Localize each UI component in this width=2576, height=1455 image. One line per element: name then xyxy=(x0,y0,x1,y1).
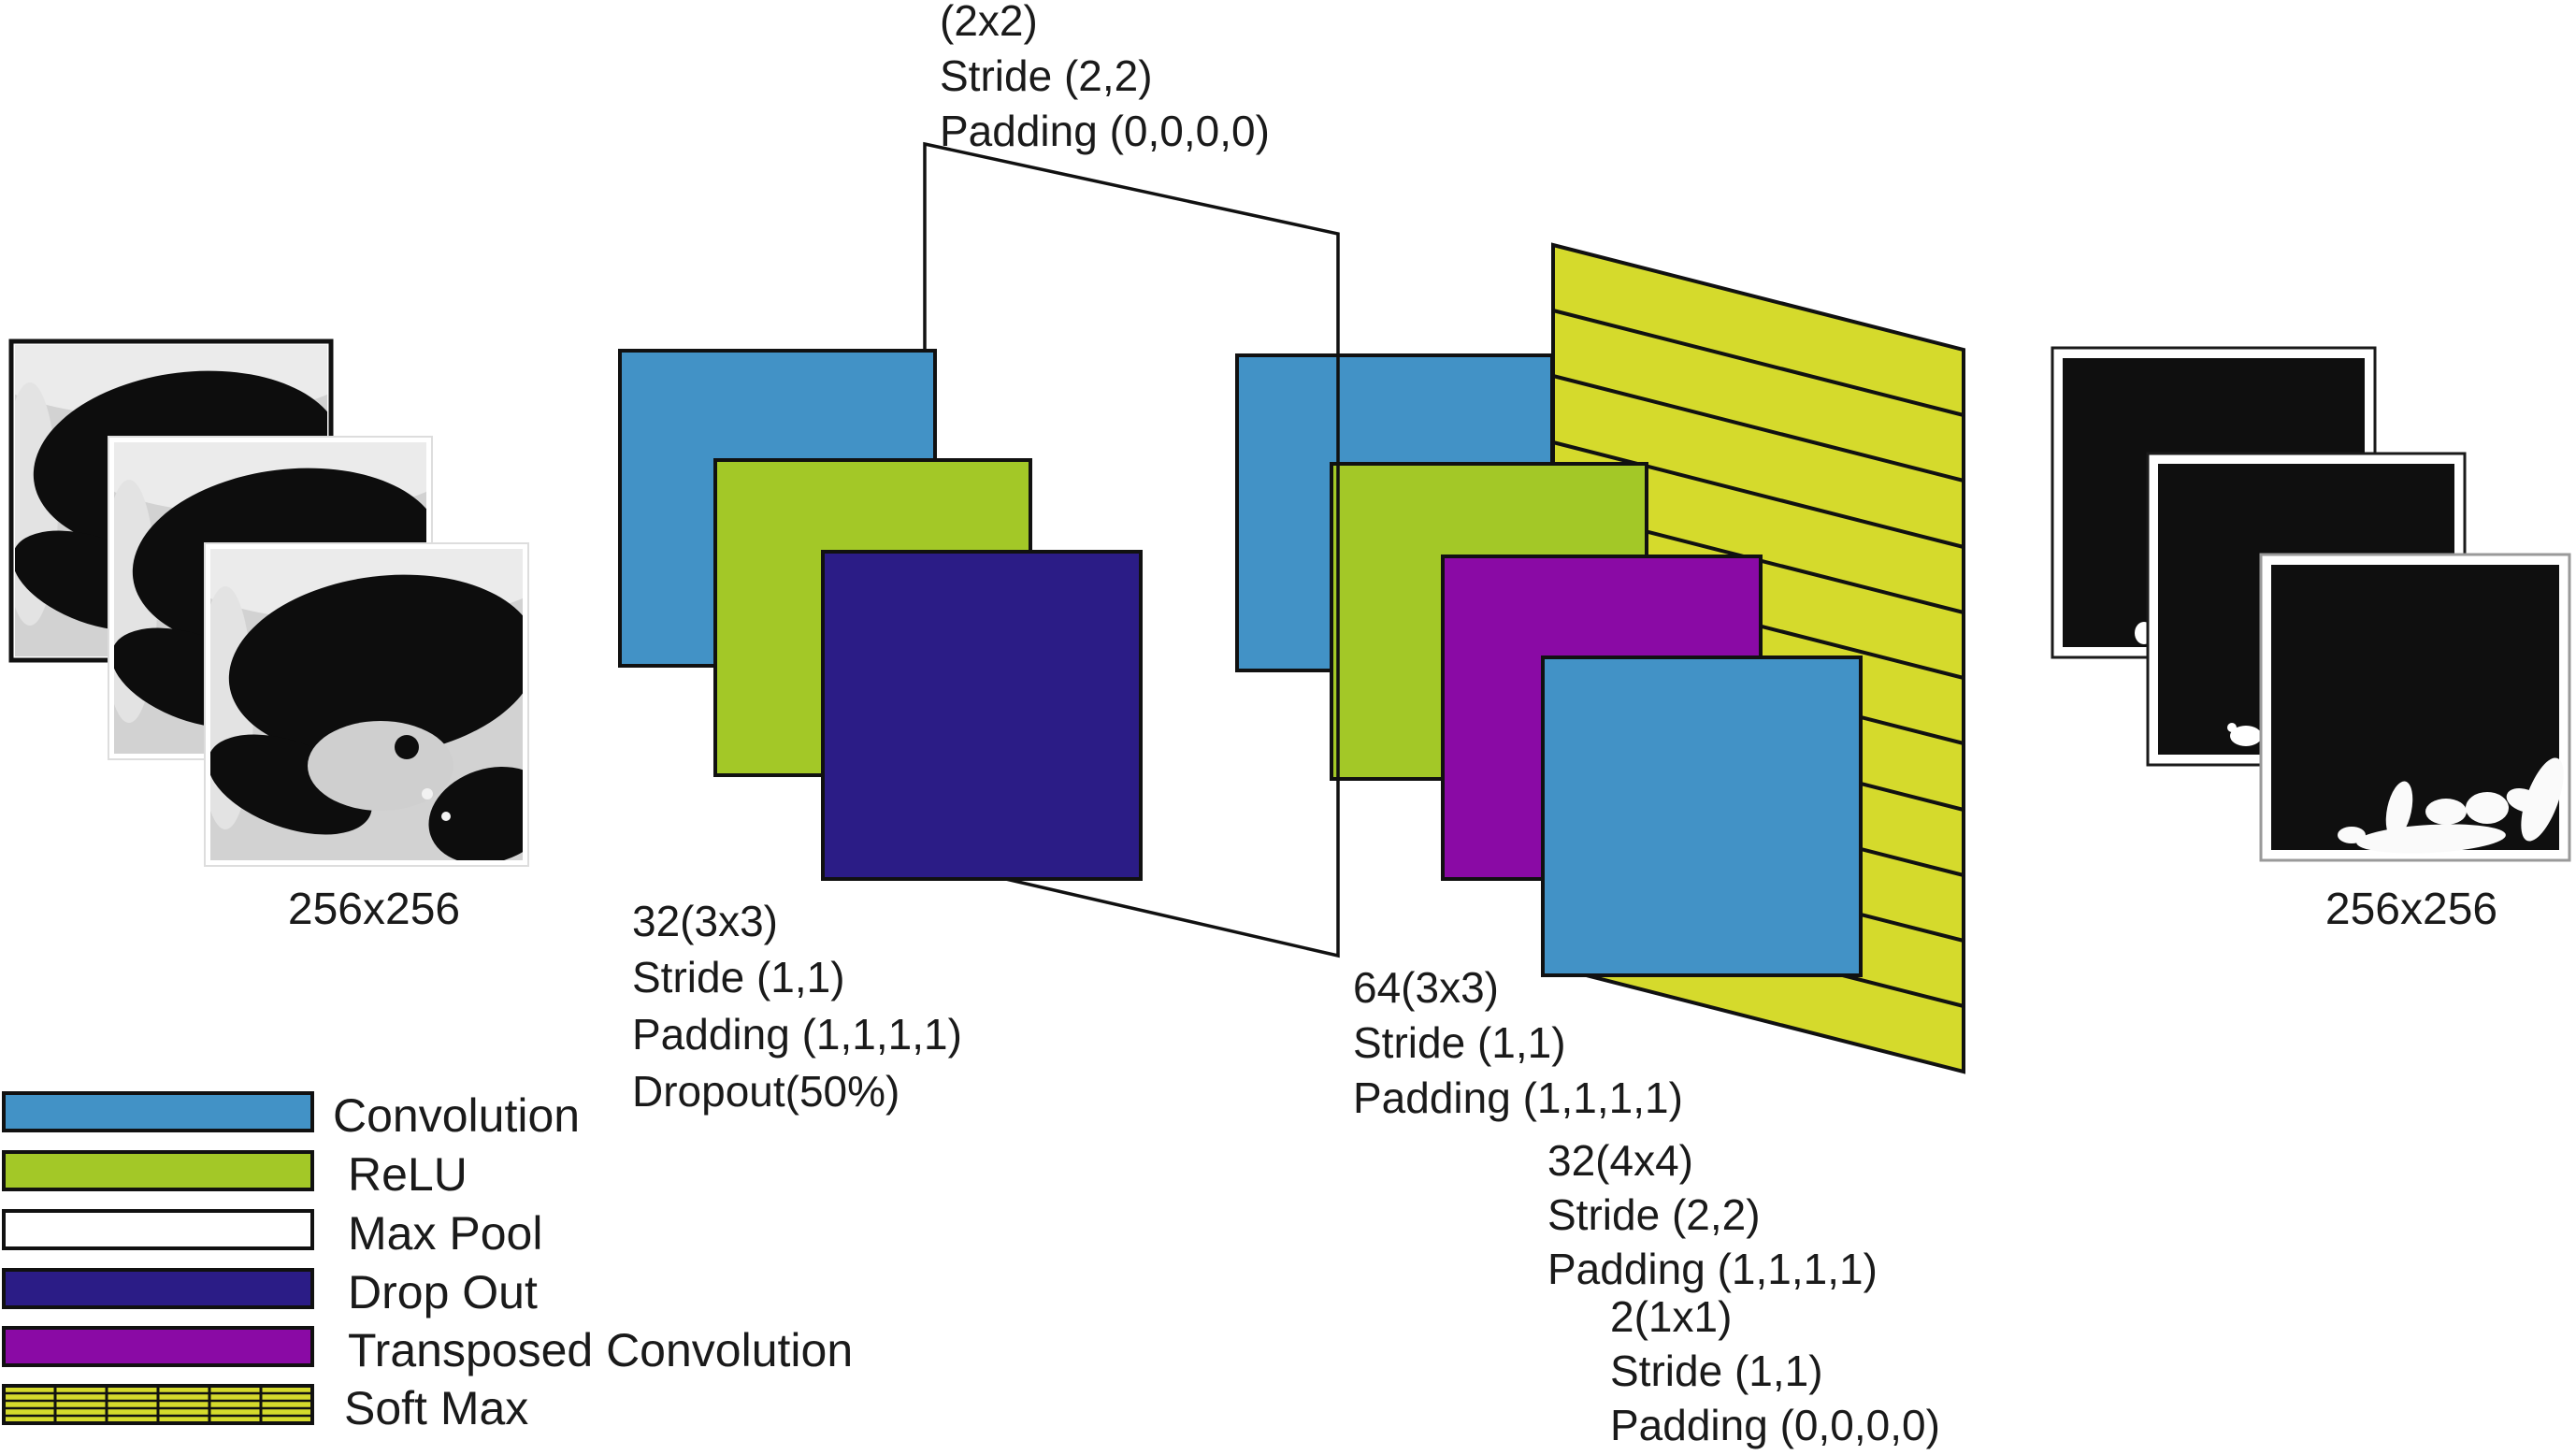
legend-row-softmax: Soft Max xyxy=(2,1382,528,1434)
final-conv-kernel-text: 2(1x1) xyxy=(1610,1292,1732,1341)
legend-row-convolution: Convolution xyxy=(2,1089,580,1142)
final-conv-annotation: 2(1x1) Stride (1,1) Padding (0,0,0,0) xyxy=(1610,1292,1940,1449)
segmentation-blob xyxy=(2338,827,2366,843)
conv2-stride-text: Stride (1,1) xyxy=(1353,1018,1566,1067)
conv1-kernel-text: 32(3x3) xyxy=(632,897,778,945)
conv2-kernel-text: 64(3x3) xyxy=(1353,963,1499,1012)
conv2-annotation: 64(3x3) Stride (1,1) Padding (1,1,1,1) xyxy=(1353,963,1683,1122)
segmentation-blob xyxy=(2425,799,2467,825)
output-mask-3 xyxy=(2259,553,2571,862)
legend-swatch-dropout xyxy=(2,1268,314,1309)
legend-swatch-maxpool xyxy=(2,1209,314,1250)
legend-row-dropout: Drop Out xyxy=(2,1266,538,1318)
legend-label-maxpool: Max Pool xyxy=(348,1207,542,1260)
segmentation-blob xyxy=(2227,723,2237,732)
conv2-padding-text: Padding (1,1,1,1) xyxy=(1353,1073,1683,1122)
softmax-stripe xyxy=(1552,374,1964,483)
input-ct-stack: 256x256 xyxy=(8,339,529,934)
output-size-label: 256x256 xyxy=(2325,885,2497,934)
dropout-layer xyxy=(821,550,1143,881)
maxpool-annotation: (2x2) Stride (2,2) Padding (0,0,0,0) xyxy=(940,0,1270,155)
legend-row-relu: ReLU xyxy=(2,1148,468,1201)
tconv-padding-text: Padding (1,1,1,1) xyxy=(1547,1245,1878,1293)
final-conv-stride-text: Stride (1,1) xyxy=(1610,1347,1823,1395)
legend-row-maxpool: Max Pool xyxy=(2,1207,542,1260)
maxpool-stride-text: Stride (2,2) xyxy=(940,51,1153,100)
tconv-stride-text: Stride (2,2) xyxy=(1547,1190,1761,1239)
maxpool-kernel-text: (2x2) xyxy=(940,0,1038,45)
legend-label-transposed-convolution: Transposed Convolution xyxy=(348,1324,853,1376)
conv1-annotation: 32(3x3) Stride (1,1) Padding (1,1,1,1) D… xyxy=(632,897,962,1116)
segmentation-blob xyxy=(2230,726,2262,746)
legend-swatch-transposed-convolution xyxy=(2,1326,314,1367)
maxpool-padding-text: Padding (0,0,0,0) xyxy=(940,107,1270,155)
final-conv-padding-text: Padding (0,0,0,0) xyxy=(1610,1401,1940,1449)
legend-swatch-relu xyxy=(2,1150,314,1191)
transposed-conv-annotation: 32(4x4) Stride (2,2) Padding (1,1,1,1) xyxy=(1547,1136,1878,1293)
output-mask-stack: 256x256 xyxy=(2051,346,2571,934)
legend-label-convolution: Convolution xyxy=(333,1089,580,1142)
input-size-label: 256x256 xyxy=(288,885,460,934)
segmentation-blob xyxy=(2385,781,2413,839)
conv1-stride-text: Stride (1,1) xyxy=(632,953,845,1001)
legend-row-transposed-convolution: Transposed Convolution xyxy=(2,1324,853,1376)
legend-label-dropout: Drop Out xyxy=(348,1266,538,1318)
segmentation-blobs xyxy=(2338,757,2564,854)
legend-softmax-grid xyxy=(6,1388,310,1421)
segmentation-blob xyxy=(2521,757,2564,842)
legend: Convolution ReLU Max Pool Drop Out Trans… xyxy=(2,1089,853,1434)
input-ct-3 xyxy=(204,542,529,867)
ct-slice-image xyxy=(210,549,523,860)
legend-swatch-convolution xyxy=(2,1091,314,1132)
tconv-kernel-text: 32(4x4) xyxy=(1547,1136,1693,1185)
conv1-padding-text: Padding (1,1,1,1) xyxy=(632,1010,962,1059)
segmentation-blob xyxy=(2466,792,2509,824)
legend-label-softmax: Soft Max xyxy=(344,1382,528,1434)
conv1-dropout-text: Dropout(50%) xyxy=(632,1067,899,1116)
softmax-stripe xyxy=(1552,309,1964,417)
softmax-stripe xyxy=(1552,440,1964,549)
conv3-layer xyxy=(1541,655,1863,977)
legend-label-relu: ReLU xyxy=(348,1148,468,1201)
